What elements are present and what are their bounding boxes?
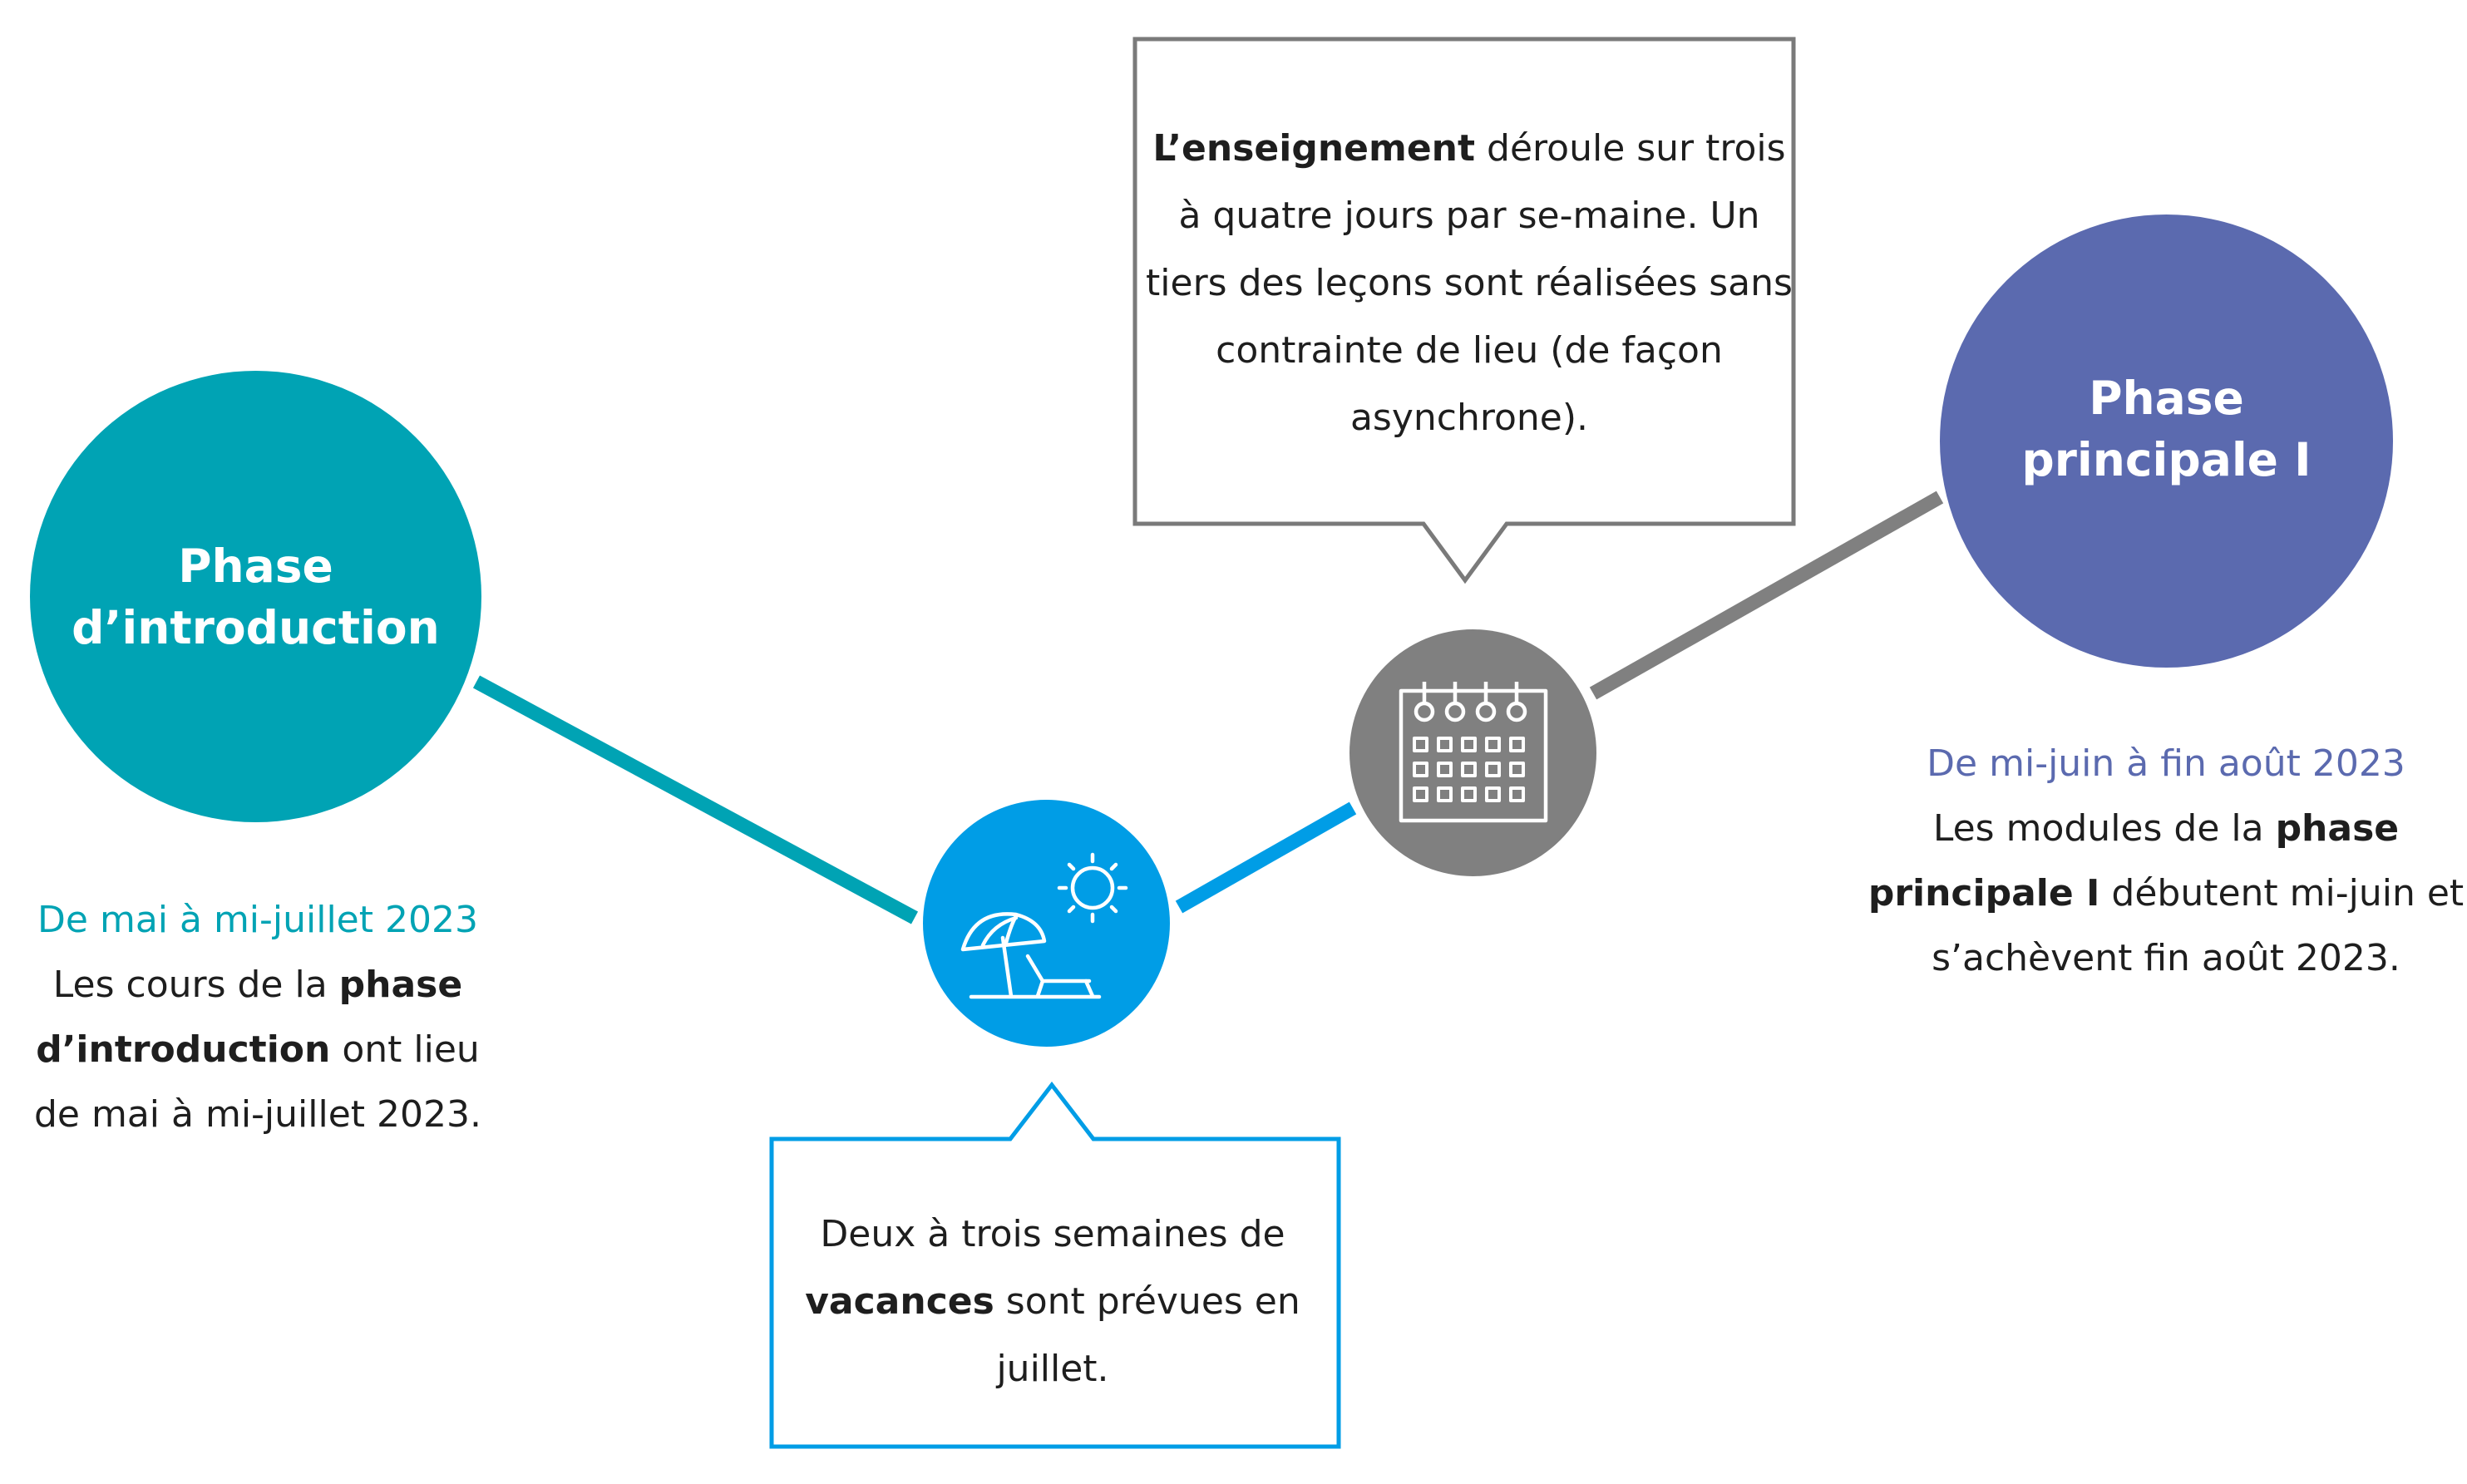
intro-phase-desc-bold: phase d’introduction [36,964,463,1071]
vacation-callout-post: sont prévues en juillet. [994,1280,1300,1390]
intro-phase-title-line1: Phase [178,539,333,593]
vacation-circle [923,800,1170,1047]
main-phase-desc-bold: phase principale I [1868,807,2400,915]
calendar-icon [1399,682,1548,823]
connector-calendar-to-main [1589,491,1944,700]
main-phase-title-line1: Phase [2089,371,2244,425]
main-phase-title-line2: principale I [2021,432,2312,486]
vacation-callout-bold: vacances [805,1280,994,1323]
main-phase-date: De mi-juin à fin août 2023 [1927,742,2405,785]
teaching-callout-bold: L’enseignement [1152,127,1476,170]
vacation-callout-pre: Deux à trois semaines de [820,1213,1285,1255]
intro-phase-circle: Phase d’introduction [30,371,481,822]
teaching-callout-text: L’enseignement déroule sur trois à quatr… [1141,115,1798,451]
vacation-callout-text: Deux à trois semaines de vacances sont p… [773,1201,1332,1403]
teaching-callout-box [1132,37,1796,584]
connector-vacation-to-calendar [1175,801,1357,914]
intro-phase-date: De mai à mi-juillet 2023 [37,899,478,941]
beach-umbrella-sun-icon [960,852,1128,999]
main-phase-desc-post: débutent mi-juin et s’achèvent fin août … [1932,872,2465,979]
main-phase-caption: De mi-juin à fin août 2023 Les modules d… [1867,732,2465,991]
intro-phase-desc-pre: Les cours de la [52,964,339,1006]
intro-phase-caption: De mai à mi-juillet 2023 Les cours de la… [17,888,499,1147]
intro-phase-title-line2: d’introduction [72,600,440,654]
intro-phase-desc-post: ont lieu de mai à mi-juillet 2023. [34,1028,481,1136]
main-phase-circle: Phase principale I [1940,214,2393,668]
calendar-circle [1349,629,1596,876]
connector-intro-to-vacation [472,675,919,924]
vacation-callout-box [769,1081,1341,1449]
main-phase-desc-pre: Les modules de la [1932,807,2276,850]
teaching-callout-body: déroule sur trois à quatre jours par se-… [1146,127,1793,439]
